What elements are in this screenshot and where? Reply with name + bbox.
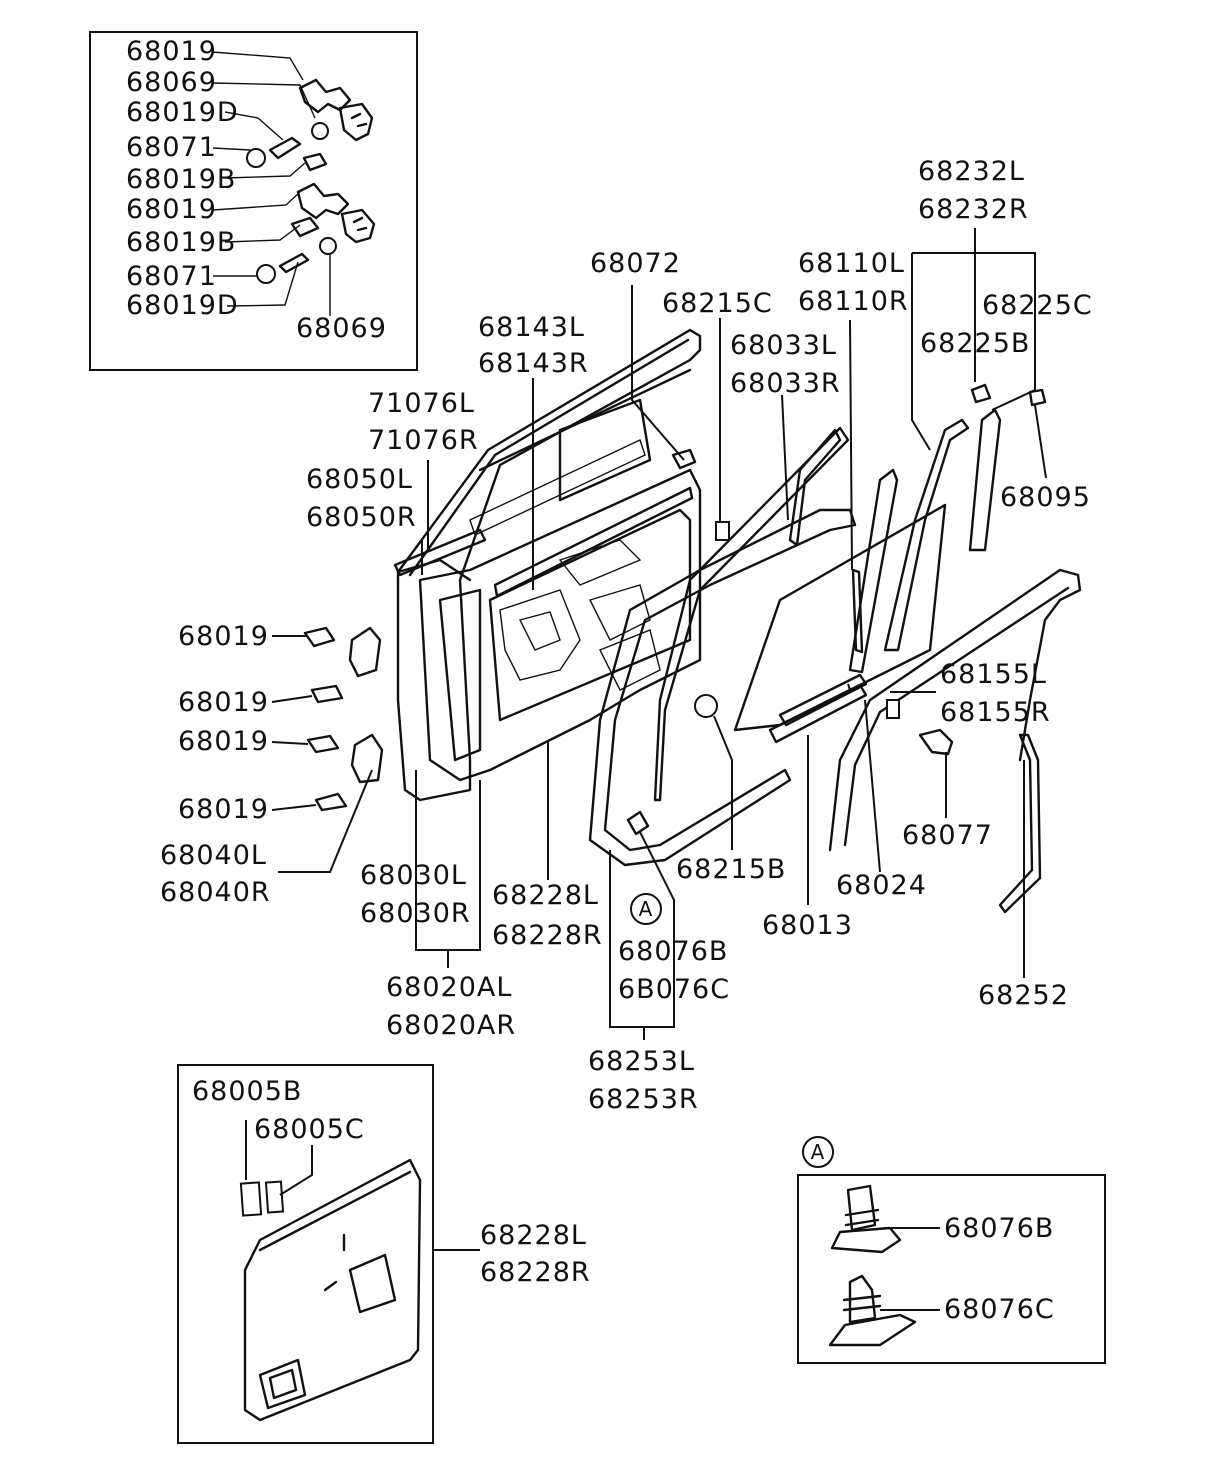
label-68005b: 68005B — [192, 1076, 302, 1107]
hinge-detail-inset — [89, 31, 418, 371]
label-71076r: 71076R — [368, 425, 479, 456]
label-68228l: 68228L — [492, 880, 599, 911]
label-68019: 68019 — [178, 726, 269, 757]
label-68076c: 6B076C — [618, 974, 730, 1005]
label-68225c: 68225C — [982, 290, 1093, 321]
label-68253r: 68253R — [588, 1084, 699, 1115]
label-68072: 68072 — [590, 248, 681, 279]
label-68019: 68019 — [178, 621, 269, 652]
label-68228r: 68228R — [480, 1257, 591, 1288]
label-68019b: 68019B — [126, 164, 236, 195]
label-68005c: 68005C — [254, 1114, 365, 1145]
leader-lines — [271, 228, 1047, 1040]
label-68143r: 68143R — [478, 348, 589, 379]
label-68019: 68019 — [126, 36, 217, 67]
label-68228r: 68228R — [492, 920, 603, 951]
label-68252: 68252 — [978, 980, 1069, 1011]
label-68071: 68071 — [126, 261, 217, 292]
callout-a-detail-label: A — [811, 1140, 826, 1164]
label-68232l: 68232L — [918, 156, 1025, 187]
label-68253l: 68253L — [588, 1046, 695, 1077]
label-68019b: 68019B — [126, 227, 236, 258]
label-68215c: 68215C — [662, 288, 773, 319]
label-68110r: 68110R — [798, 286, 909, 317]
label-68033l: 68033L — [730, 330, 837, 361]
label-68040l: 68040L — [160, 840, 267, 871]
label-68077: 68077 — [902, 820, 993, 851]
label-68030r: 68030R — [360, 898, 471, 929]
label-68228l: 68228L — [480, 1220, 587, 1251]
label-68040r: 68040R — [160, 877, 271, 908]
label-68232r: 68232R — [918, 194, 1029, 225]
label-68019d: 68019D — [126, 97, 239, 128]
label-68076b: 68076B — [618, 936, 728, 967]
label-68050r: 68050R — [306, 502, 417, 533]
callout-a-main: A — [630, 893, 662, 925]
label-71076l: 71076L — [368, 388, 475, 419]
door-hinges — [303, 626, 384, 812]
label-68155r: 68155R — [940, 697, 1051, 728]
label-68019: 68019 — [178, 794, 269, 825]
small-parts — [626, 383, 1047, 836]
label-68024: 68024 — [836, 870, 927, 901]
label-68071: 68071 — [126, 132, 217, 163]
label-68033r: 68033R — [730, 368, 841, 399]
label-68020al: 68020AL — [386, 972, 512, 1003]
label-68143l: 68143L — [478, 312, 585, 343]
label-68110l: 68110L — [798, 248, 905, 279]
label-68095: 68095 — [1000, 482, 1091, 513]
label-68069: 68069 — [126, 67, 217, 98]
label-68019: 68019 — [126, 194, 217, 225]
label-68020ar: 68020AR — [386, 1010, 516, 1041]
label-68215b: 68215B — [676, 854, 786, 885]
label-68019d: 68019D — [126, 290, 239, 321]
label-68155l: 68155L — [940, 659, 1047, 690]
clip-detail-inset: A — [797, 1136, 1106, 1364]
label-68013: 68013 — [762, 910, 853, 941]
label-68030l: 68030L — [360, 860, 467, 891]
label-68076c: 68076C — [944, 1294, 1055, 1325]
label-68076b: 68076B — [944, 1213, 1054, 1244]
label-68050l: 68050L — [306, 464, 413, 495]
label-68019: 68019 — [178, 687, 269, 718]
trim-panel-inset — [177, 1064, 480, 1444]
label-68225b: 68225B — [920, 328, 1030, 359]
callout-a-label: A — [639, 897, 654, 921]
part-labels: 68019 68069 68019D 68071 68019B 68019 68… — [126, 36, 1093, 1325]
label-68069: 68069 — [296, 313, 387, 344]
